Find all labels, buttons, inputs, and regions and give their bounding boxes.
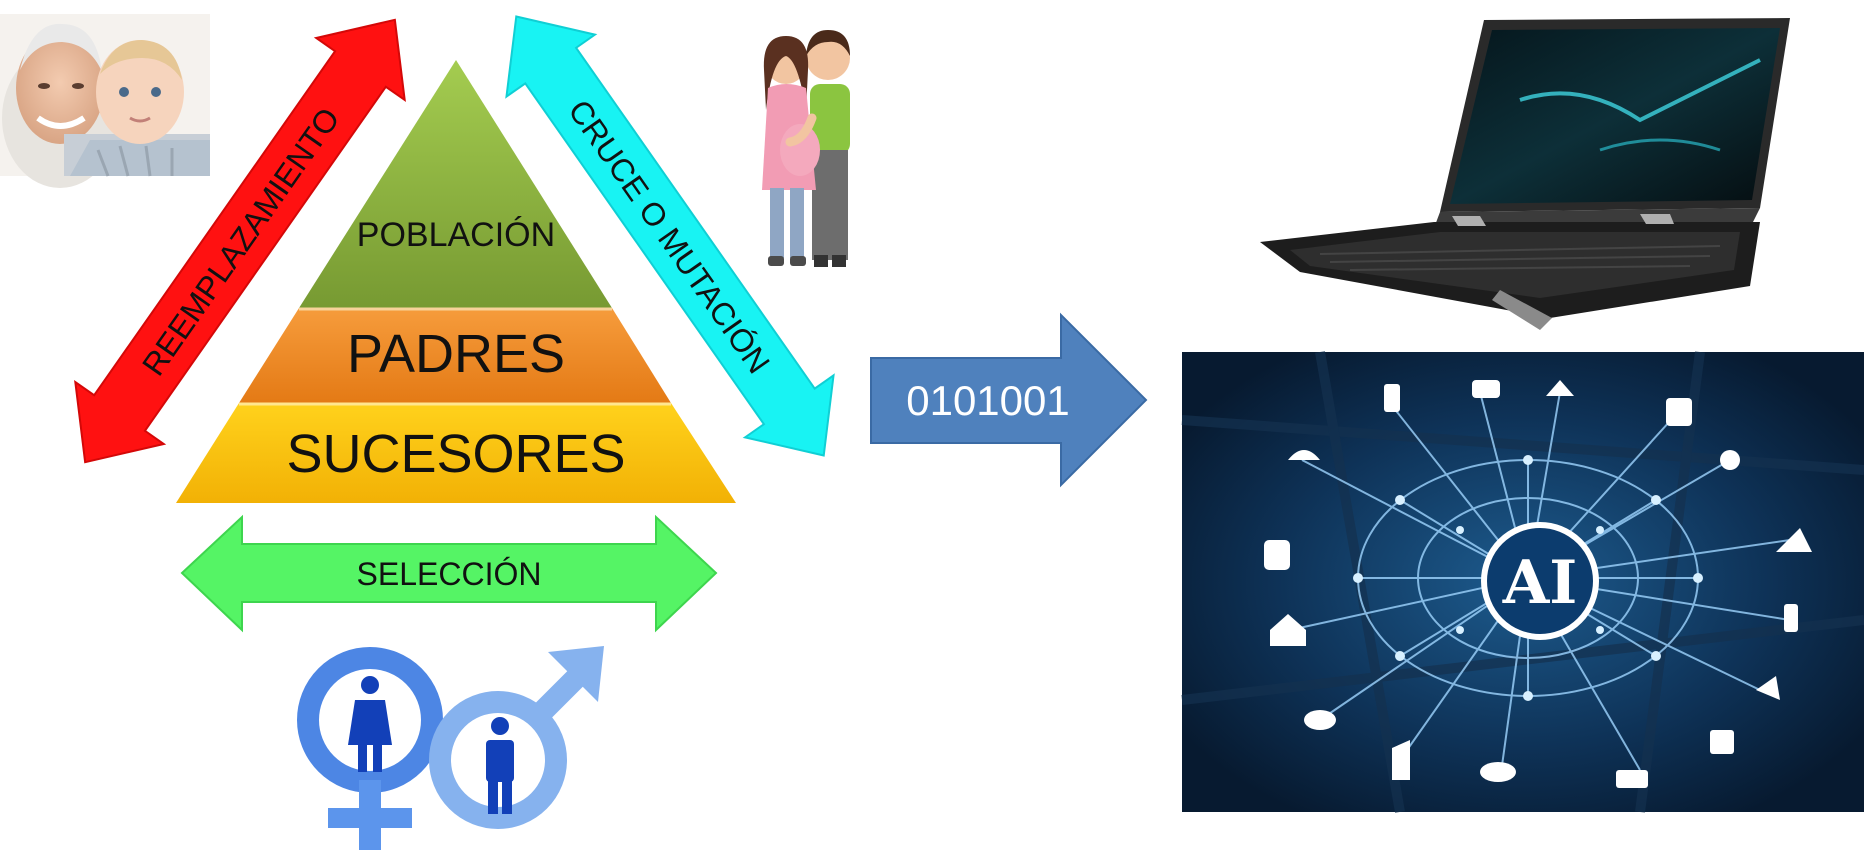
pyramid-top-segment [299,60,612,308]
ai-network-image: AI [1181,351,1864,813]
pyramid-middle-segment [239,308,671,403]
pyramid-bottom-segment [176,403,736,503]
couple-illustration [762,30,850,267]
ai-badge-text: AI [1502,548,1578,618]
seleccion-label: SELECCIÓN [357,556,542,592]
grandparent-child-photo [0,14,210,188]
seleccion-arrow: SELECCIÓN [180,514,718,633]
binary-arrow: 0101001 [870,312,1148,488]
ai-badge [1481,522,1599,640]
pyramid: POBLACIÓN PADRES SUCESORES [176,60,736,503]
pyramid-label-poblacion: POBLACIÓN [357,216,555,254]
binary-arrow-label: 0101001 [906,377,1070,424]
pyramid-label-sucesores: SUCESORES [286,424,625,484]
ai-network-icons [1264,380,1812,788]
pyramid-label-padres: PADRES [347,324,565,384]
laptop-image [1260,18,1790,330]
gender-symbols-icon [297,646,604,850]
